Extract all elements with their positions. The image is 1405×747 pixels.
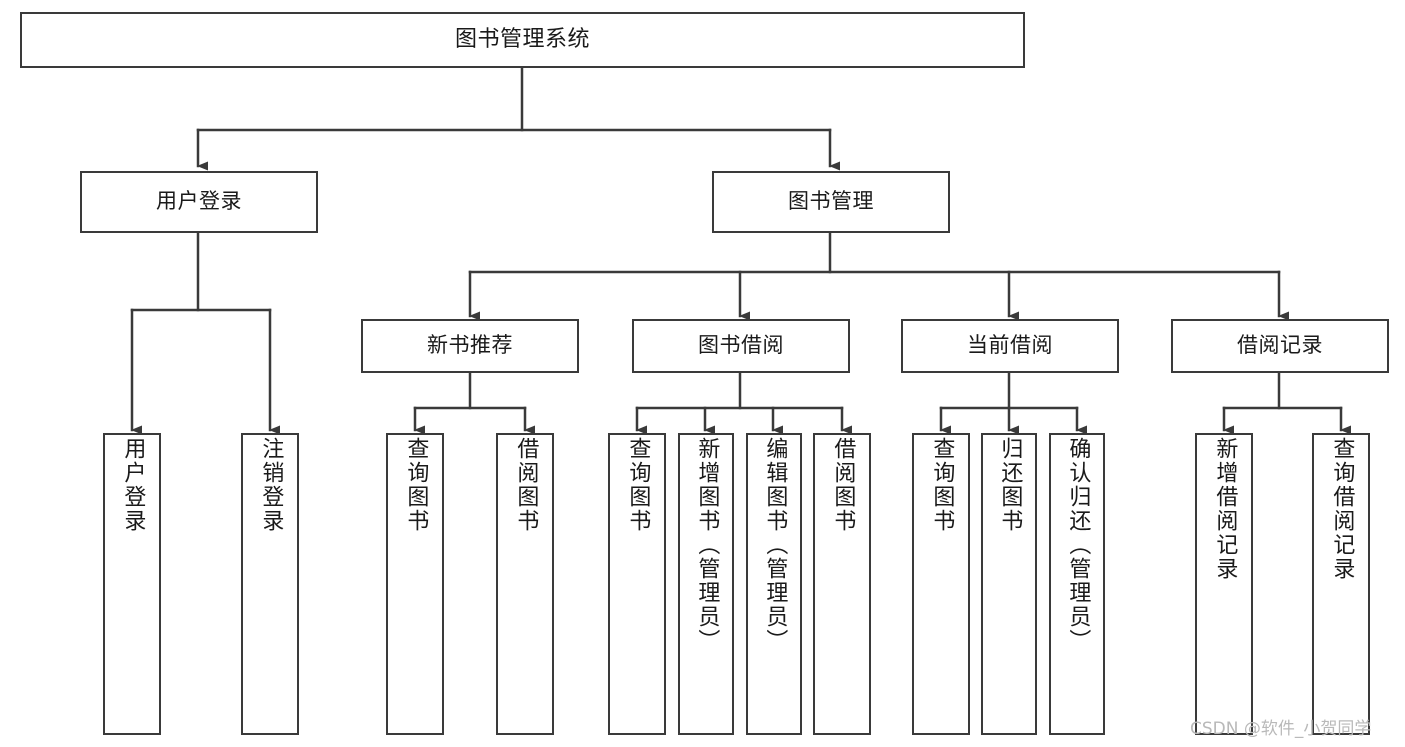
node-leaf-user-login-label: 用户登录 [120,437,146,533]
node-leaf-confirm-return-admin-label: 确认归还（管理员） [1065,437,1091,653]
node-leaf-return-books[interactable]: 归还图书 [981,433,1037,735]
node-leaf-query-books-new[interactable]: 查询图书 [386,433,444,735]
node-leaf-add-book-admin-label: 新增图书（管理员） [694,437,720,653]
node-leaf-edit-book-admin[interactable]: 编辑图书（管理员） [746,433,802,735]
node-book-borrow-label: 图书借阅 [698,333,784,358]
node-current-borrow-label: 当前借阅 [967,333,1053,358]
node-book-borrow[interactable]: 图书借阅 [632,319,850,373]
node-leaf-edit-book-admin-label: 编辑图书（管理员） [762,437,788,653]
node-borrow-records-label: 借阅记录 [1237,333,1323,358]
node-leaf-query-borrow-record[interactable]: 查询借阅记录 [1312,433,1370,735]
node-borrow-records[interactable]: 借阅记录 [1171,319,1389,373]
node-leaf-query-books-new-label: 查询图书 [403,437,429,533]
watermark-csdn: CSDN @软件_小贺同学 [1190,719,1372,739]
node-leaf-query-books-current-label: 查询图书 [929,437,955,533]
node-leaf-borrow-books-new[interactable]: 借阅图书 [496,433,554,735]
node-leaf-borrow-books-borrow[interactable]: 借阅图书 [813,433,871,735]
node-leaf-user-login[interactable]: 用户登录 [103,433,161,735]
node-user-login[interactable]: 用户登录 [80,171,318,233]
node-leaf-borrow-books-new-label: 借阅图书 [513,437,539,533]
node-leaf-add-borrow-record[interactable]: 新增借阅记录 [1195,433,1253,735]
node-leaf-query-books-borrow[interactable]: 查询图书 [608,433,666,735]
node-leaf-logout[interactable]: 注销登录 [241,433,299,735]
node-leaf-query-books-borrow-label: 查询图书 [625,437,651,533]
node-leaf-confirm-return-admin[interactable]: 确认归还（管理员） [1049,433,1105,735]
node-leaf-query-books-current[interactable]: 查询图书 [912,433,970,735]
node-book-management-label: 图书管理 [788,189,874,214]
node-root[interactable]: 图书管理系统 [20,12,1025,68]
node-book-management[interactable]: 图书管理 [712,171,950,233]
node-new-book-recommend[interactable]: 新书推荐 [361,319,579,373]
node-leaf-return-books-label: 归还图书 [997,437,1023,533]
node-leaf-query-borrow-record-label: 查询借阅记录 [1329,437,1355,581]
node-user-login-label: 用户登录 [156,189,242,214]
node-leaf-add-borrow-record-label: 新增借阅记录 [1212,437,1238,581]
node-current-borrow[interactable]: 当前借阅 [901,319,1119,373]
node-leaf-add-book-admin[interactable]: 新增图书（管理员） [678,433,734,735]
node-root-label: 图书管理系统 [454,26,590,52]
node-leaf-borrow-books-borrow-label: 借阅图书 [830,437,856,533]
node-new-book-recommend-label: 新书推荐 [427,333,513,358]
node-leaf-logout-label: 注销登录 [258,437,284,533]
